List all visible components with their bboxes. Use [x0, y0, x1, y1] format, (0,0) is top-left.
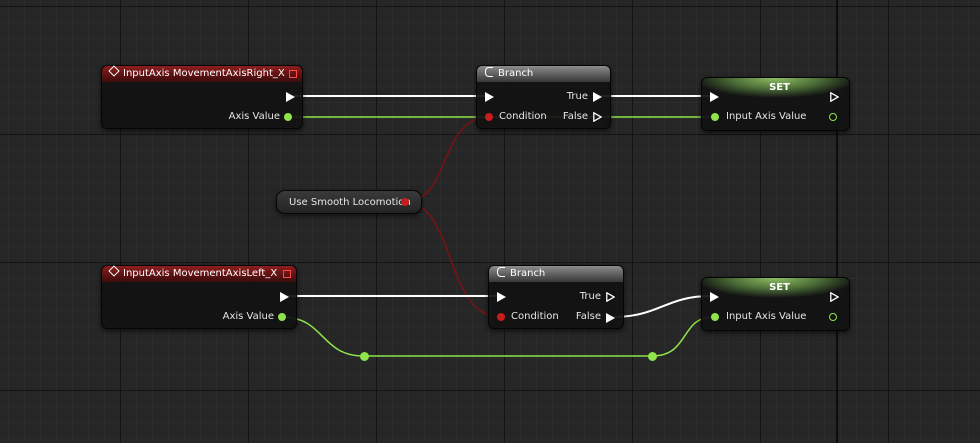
true-label: True — [579, 291, 601, 302]
axis-value-pin[interactable] — [278, 313, 286, 321]
set-bottom-header[interactable]: SET — [702, 278, 849, 298]
false-label: False — [575, 311, 601, 322]
use-smooth-locomotion-variable[interactable]: Use Smooth Locomotion — [276, 190, 422, 214]
set-bottom-node[interactable]: SET Input Axis Value — [701, 277, 850, 331]
close-icon — [283, 270, 291, 278]
input-axis-left-node[interactable]: InputAxis MovementAxisLeft_X Axis Value — [101, 265, 297, 329]
input-axis-right-header[interactable]: InputAxis MovementAxisRight_X — [102, 65, 302, 82]
variable-output-pin[interactable] — [401, 198, 409, 206]
branch-bottom-title: Branch — [510, 268, 546, 279]
branch-top-node[interactable]: Branch True Condition False — [476, 65, 611, 129]
exec-input-pin[interactable] — [710, 292, 719, 302]
wire-bool-to-bottom-branch — [404, 201, 501, 318]
input-axis-left-header[interactable]: InputAxis MovementAxisLeft_X — [102, 265, 296, 282]
exec-output-pin[interactable] — [830, 292, 839, 302]
exec-input-pin[interactable] — [710, 92, 719, 102]
condition-pin[interactable] — [485, 113, 493, 121]
exec-output-pin[interactable] — [280, 292, 289, 302]
input-axis-value-pin[interactable] — [711, 113, 719, 121]
branch-bottom-node[interactable]: Branch True Condition False — [488, 265, 624, 329]
true-exec-pin[interactable] — [593, 92, 602, 102]
branch-icon — [497, 267, 505, 277]
input-axis-value-label: Input Axis Value — [726, 111, 807, 122]
wire-bool-to-top-branch — [404, 116, 489, 203]
false-exec-pin[interactable] — [593, 112, 602, 122]
set-top-title: SET — [769, 82, 790, 93]
branch-top-title: Branch — [498, 68, 534, 79]
true-exec-pin[interactable] — [606, 292, 615, 302]
set-top-header[interactable]: SET — [702, 78, 849, 98]
branch-top-header[interactable]: Branch — [477, 66, 610, 82]
reroute-node-left[interactable] — [360, 352, 369, 361]
output-value-pin[interactable] — [829, 113, 837, 121]
reroute-node-right[interactable] — [648, 352, 657, 361]
condition-label: Condition — [499, 111, 547, 122]
event-diamond-icon — [108, 65, 120, 77]
false-exec-pin[interactable] — [606, 313, 615, 323]
input-axis-right-title: InputAxis MovementAxisRight_X — [123, 68, 285, 79]
axis-value-label: Axis Value — [222, 311, 274, 322]
condition-pin[interactable] — [497, 313, 505, 321]
panel-divider — [836, 0, 838, 443]
axis-value-pin[interactable] — [284, 113, 292, 121]
branch-icon — [485, 67, 493, 77]
axis-value-label: Axis Value — [228, 111, 280, 122]
false-label: False — [562, 111, 588, 122]
input-axis-right-node[interactable]: InputAxis MovementAxisRight_X Axis Value — [101, 65, 303, 129]
set-bottom-title: SET — [769, 282, 790, 293]
variable-label: Use Smooth Locomotion — [289, 197, 411, 208]
exec-input-pin[interactable] — [497, 292, 506, 302]
exec-output-pin[interactable] — [830, 92, 839, 102]
true-label: True — [566, 91, 588, 102]
condition-label: Condition — [511, 311, 559, 322]
exec-input-pin[interactable] — [485, 92, 494, 102]
output-value-pin[interactable] — [829, 313, 837, 321]
set-top-node[interactable]: SET Input Axis Value — [701, 77, 850, 131]
input-axis-value-label: Input Axis Value — [726, 311, 807, 322]
input-axis-value-pin[interactable] — [711, 313, 719, 321]
input-axis-left-title: InputAxis MovementAxisLeft_X — [123, 268, 278, 279]
event-diamond-icon — [108, 265, 120, 277]
exec-output-pin[interactable] — [286, 92, 295, 102]
close-icon — [289, 70, 297, 78]
wire-exec-branch-false-to-set — [611, 295, 712, 318]
branch-bottom-header[interactable]: Branch — [489, 266, 623, 282]
